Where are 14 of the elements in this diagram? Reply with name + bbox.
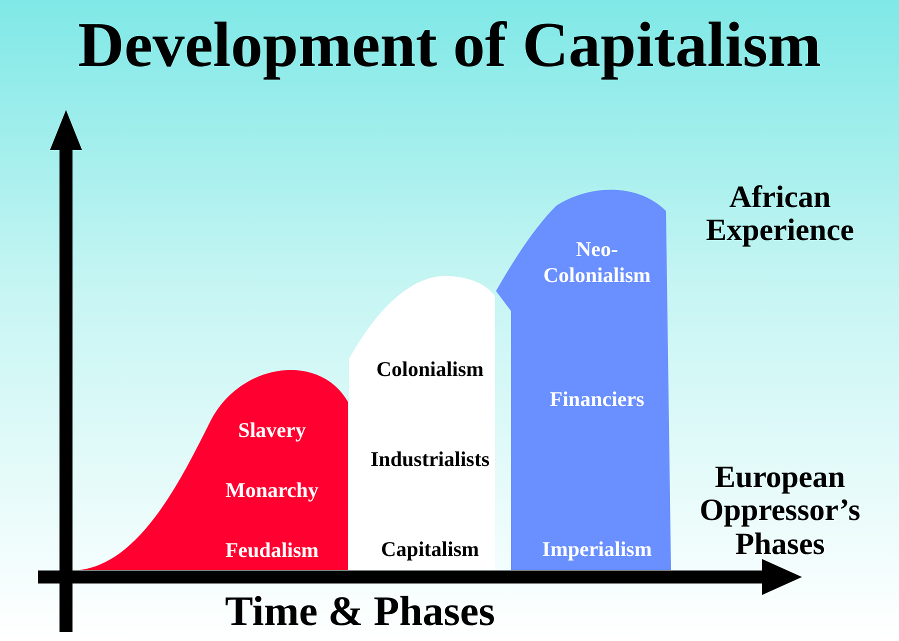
phase-label: Monarchy — [226, 476, 318, 504]
phase-label: Financiers — [550, 386, 644, 412]
title: Development of Capitalism — [76, 8, 822, 82]
axis-label: Time & Phases — [224, 590, 496, 636]
phase-label: Slavery — [238, 416, 306, 444]
side-label: European Oppressor’s Phases — [698, 460, 862, 560]
phase-label: Capitalism — [381, 536, 479, 562]
hump-shape — [349, 274, 495, 570]
phase-label: Colonialism — [376, 356, 484, 382]
phase-label: Industrialists — [370, 446, 490, 472]
phase-label: Feudalism — [225, 536, 319, 564]
phase-label: Imperialism — [542, 536, 652, 562]
phase-label: Neo-Colonialism — [543, 236, 651, 288]
side-label: African Experience — [704, 180, 856, 247]
